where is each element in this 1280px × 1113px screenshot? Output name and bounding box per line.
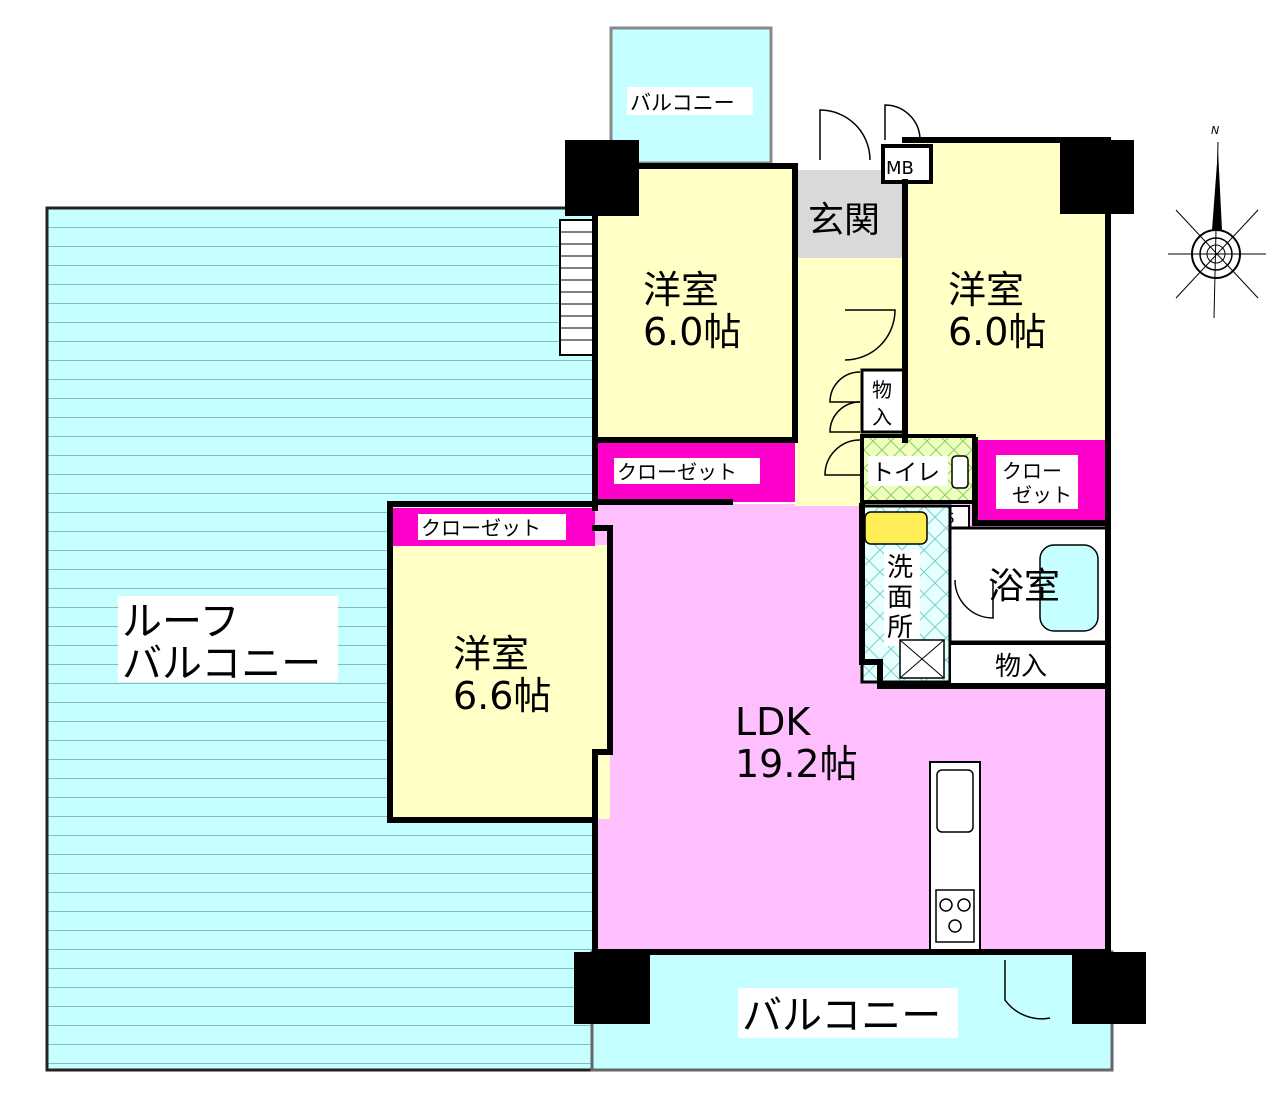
storage-bath bbox=[949, 643, 1109, 687]
toilet-bowl-icon bbox=[951, 455, 969, 489]
western-room-nw-size: 6.0帖 bbox=[643, 310, 741, 354]
storage-bath-label: 物入 bbox=[995, 652, 1047, 682]
bottom-balcony-label: バルコニー bbox=[742, 993, 941, 1039]
storage-hall-label-line1: 物 bbox=[872, 378, 892, 402]
storage-door-swing-lower bbox=[829, 401, 861, 433]
top-balcony-label-bg bbox=[627, 87, 753, 115]
closet-w-label-bg bbox=[418, 514, 566, 540]
washroom-label-line1: 洗 bbox=[887, 553, 913, 583]
roof-balcony-label-line1: ルーフ bbox=[122, 599, 240, 645]
roof-balcony-label-bg bbox=[118, 596, 338, 682]
western-room-w-size: 6.6帖 bbox=[453, 674, 551, 718]
walls bbox=[387, 137, 1111, 955]
western-room-ne-name: 洋室 bbox=[948, 268, 1024, 312]
column-se bbox=[1072, 952, 1146, 1024]
burner-icon bbox=[957, 898, 971, 912]
ldk-name: LDK bbox=[735, 700, 811, 744]
side-stair bbox=[559, 219, 596, 356]
western-room-nw-name: 洋室 bbox=[643, 268, 719, 312]
compass-north-label: N bbox=[1211, 124, 1219, 137]
toilet-label-bg bbox=[868, 456, 948, 486]
top-balcony-label: バルコニー bbox=[630, 91, 735, 115]
closet-ne-label-line2: ゼット bbox=[1012, 483, 1072, 507]
ldk-size: 19.2帖 bbox=[735, 742, 858, 786]
entrance-label: 玄関 bbox=[808, 200, 880, 241]
stove-icon bbox=[935, 889, 975, 943]
toilet-label: トイレ bbox=[871, 460, 940, 486]
western-room-ne-size: 6.0帖 bbox=[948, 310, 1046, 354]
bottom-balcony-label-bg bbox=[738, 988, 958, 1038]
columns bbox=[565, 140, 1146, 1024]
washroom-label-bg bbox=[884, 550, 920, 646]
sink-icon bbox=[936, 769, 974, 833]
hall-door-swing bbox=[844, 309, 896, 361]
mb-door-swing bbox=[884, 104, 921, 141]
washroom-label-line3: 所 bbox=[887, 613, 913, 643]
column-ne bbox=[1060, 140, 1134, 214]
column-sw bbox=[574, 952, 650, 1024]
bathroom-label: 浴室 bbox=[988, 566, 1060, 607]
closet-ne-label-bg bbox=[996, 455, 1078, 509]
door-swings bbox=[819, 104, 1051, 1020]
closet-nw-label-bg bbox=[614, 458, 760, 484]
meter-box-label: MB bbox=[886, 158, 914, 179]
compass-icon: N bbox=[1168, 124, 1266, 319]
burner-icon bbox=[948, 919, 962, 933]
front-door-swing bbox=[819, 109, 871, 161]
storage-hall bbox=[860, 368, 907, 434]
side-stair-treads bbox=[560, 231, 595, 341]
washing-machine-pan-cross bbox=[899, 639, 945, 679]
roof-balcony-label-line2: バルコニー bbox=[122, 641, 321, 687]
balcony-door-swing bbox=[1004, 960, 1051, 1020]
wash-basin-icon bbox=[864, 511, 928, 545]
closet-w-label: クローゼット bbox=[421, 516, 541, 540]
closet-nw-label: クローゼット bbox=[617, 460, 737, 484]
western-room-w-name: 洋室 bbox=[453, 632, 529, 676]
column-nw bbox=[565, 140, 639, 216]
toilet-door-swing bbox=[824, 439, 861, 476]
western-room-w bbox=[390, 545, 610, 819]
bath-door-swing bbox=[954, 579, 994, 619]
washroom-label-line2: 面 bbox=[887, 583, 913, 613]
storage-door-swing-upper bbox=[829, 371, 861, 403]
storage-hall-label-line2: 入 bbox=[872, 405, 892, 429]
burner-icon bbox=[939, 898, 953, 912]
closet-ne-label-line1: クロー bbox=[1002, 459, 1062, 483]
entrance bbox=[795, 170, 905, 258]
bathtub-icon bbox=[1039, 544, 1099, 632]
